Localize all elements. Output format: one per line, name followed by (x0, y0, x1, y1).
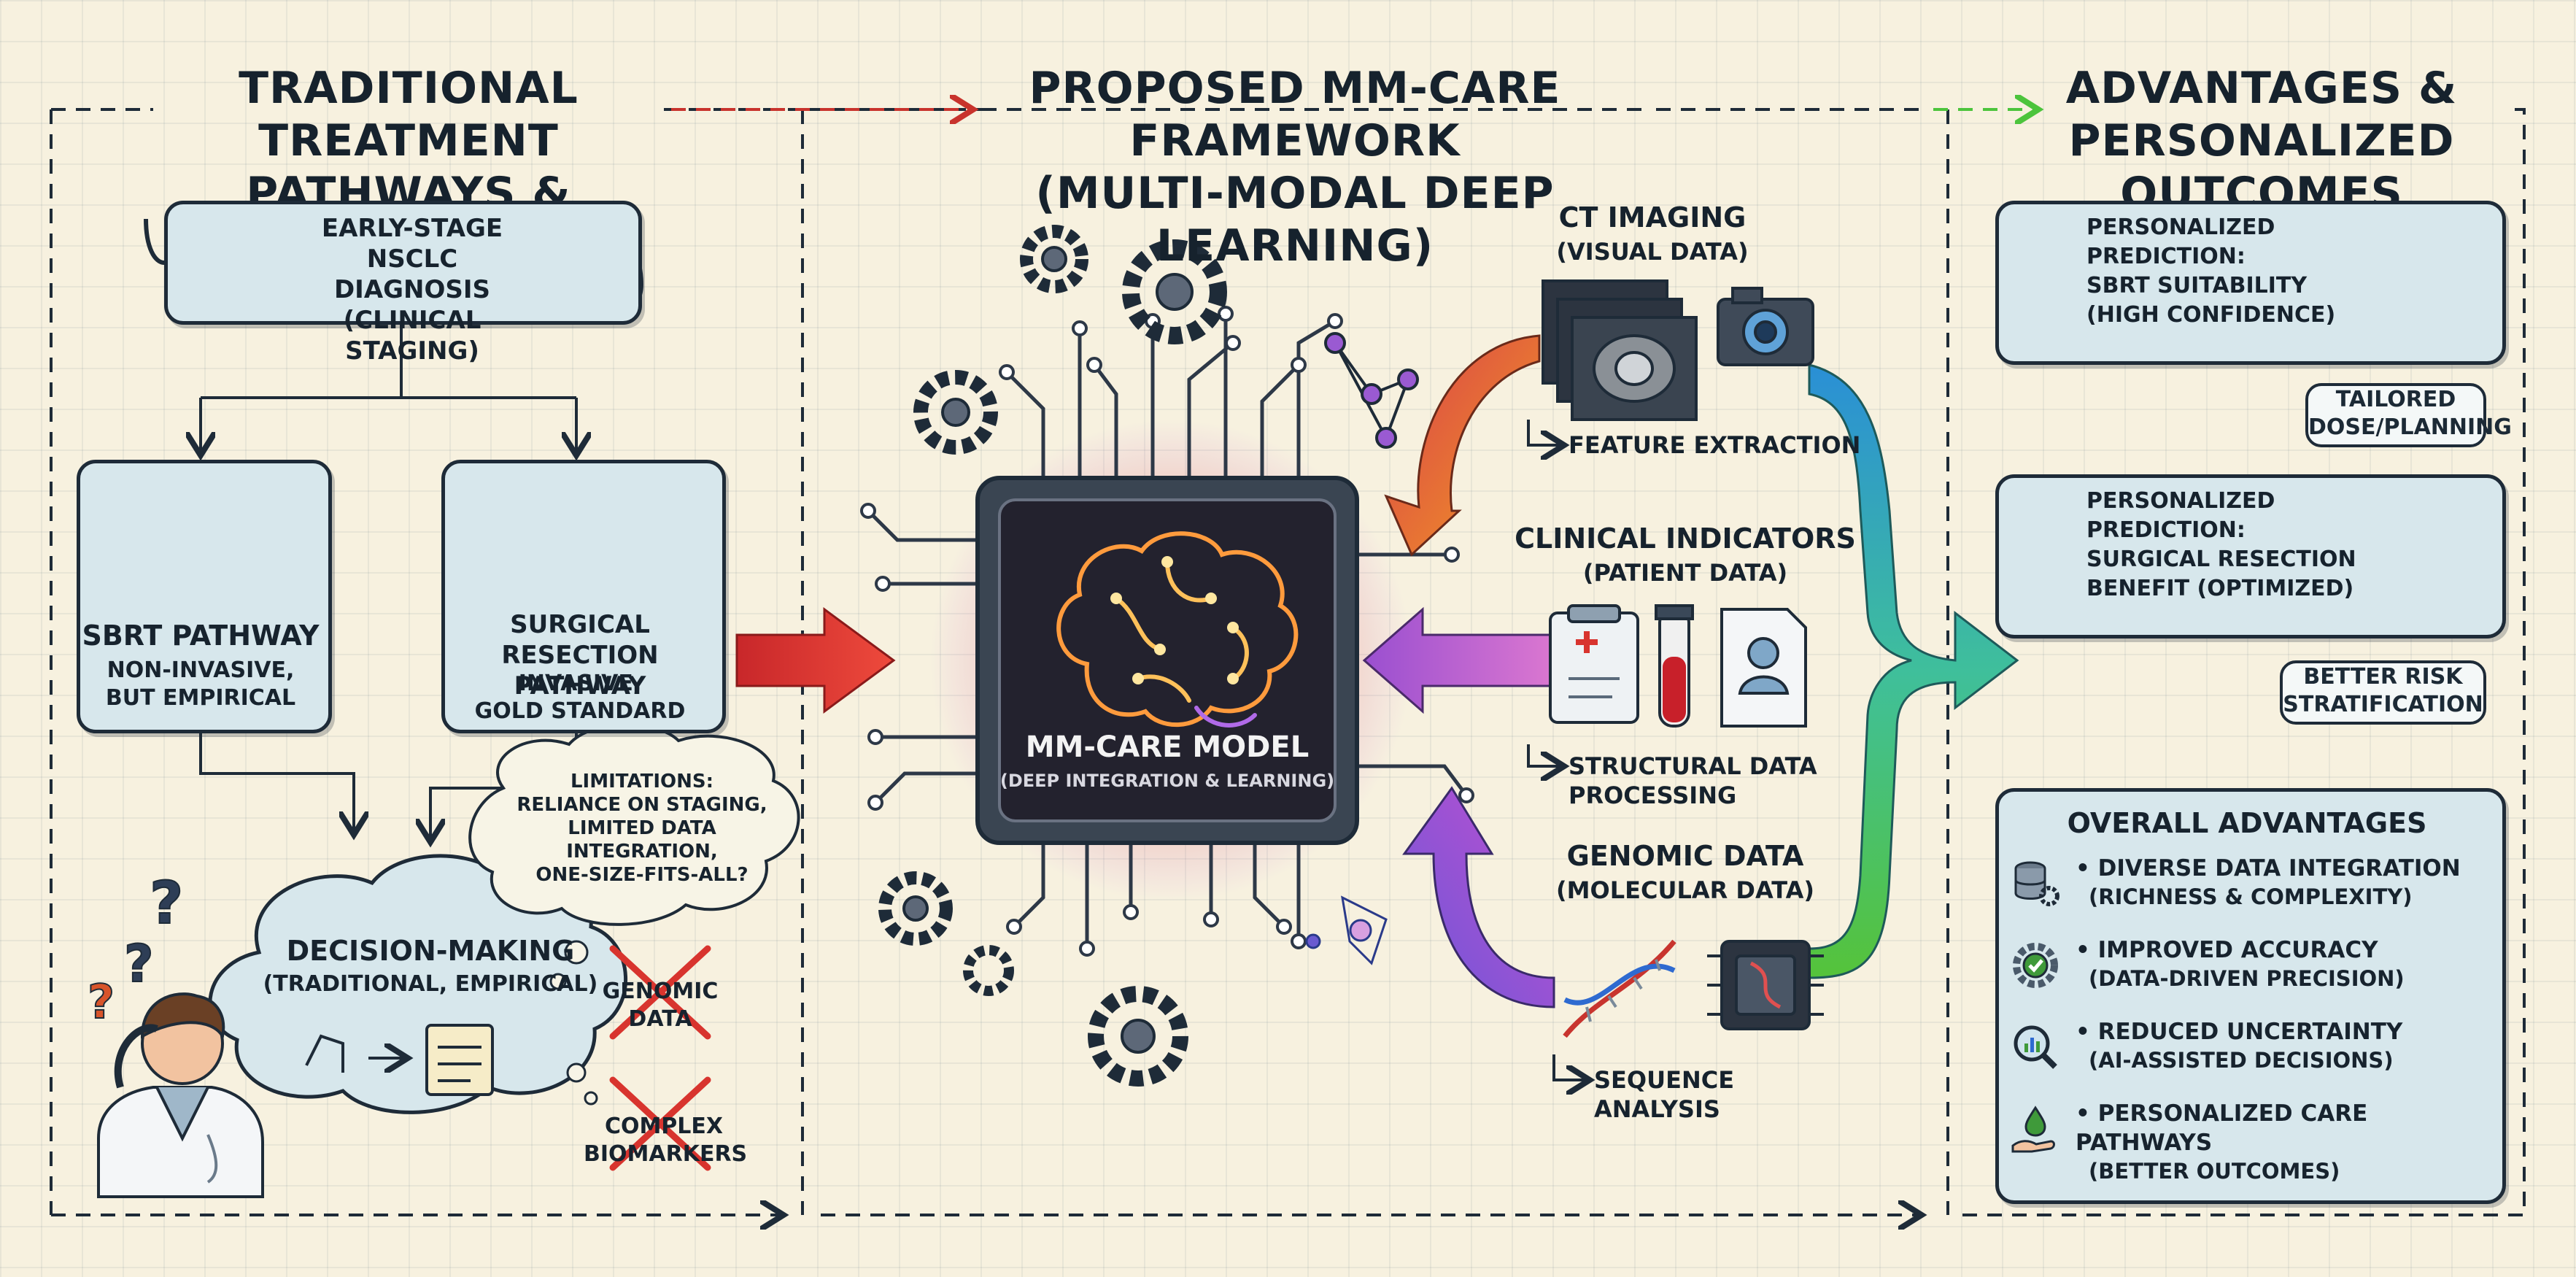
advantage-item: • DIVERSE DATA INTEGRATION (RICHNESS & CO… (2010, 854, 2491, 935)
input-arrow-red (735, 607, 896, 714)
sbrt-pathway-card (77, 460, 332, 733)
question-marks: ? ? ? (87, 868, 184, 1030)
model-chip-core (998, 498, 1337, 822)
model-subtitle: (DEEP INTEGRATION & LEARNING) (999, 771, 1335, 791)
genomic-step-label: SEQUENCE ANALYSIS (1594, 1066, 1735, 1123)
missing-data-crosses (609, 945, 711, 1171)
brain-nodes (1110, 556, 1239, 684)
ct-input-arrow (1384, 334, 1541, 557)
genomic-data-title: GENOMIC DATA (1566, 840, 1804, 872)
decision-making-subtitle: (TRADITIONAL, EMPIRICAL) (263, 971, 598, 997)
overall-advantages-title: OVERALL ADVANTAGES (2067, 807, 2427, 839)
advantage-text: • REDUCED UNCERTAINTY (AI-ASSISTED DECISI… (2076, 1017, 2402, 1074)
clinical-icons (1549, 604, 1807, 728)
risk-stratification-note: BETTER RISK STRATIFICATION (2280, 660, 2486, 725)
missing-genomic-label: GENOMIC DATA (602, 979, 719, 1032)
surgical-pathway-card (441, 460, 726, 733)
advantage-title: • IMPROVED ACCURACY (2076, 937, 2378, 963)
limitations-text: LIMITATIONS: RELIANCE ON STAGING, LIMITE… (517, 771, 767, 886)
advantage-subtitle: (RICHNESS & COMPLEXITY) (2089, 884, 2413, 909)
svg-text:?: ? (150, 869, 183, 937)
advantage-title: • DIVERSE DATA INTEGRATION (2076, 855, 2461, 881)
network-graph-icon (1324, 332, 1419, 449)
decorative-gears (878, 225, 1227, 1087)
sketch-doodle-icon (1305, 895, 1388, 965)
advantage-subtitle: (DATA-DRIVEN PRECISION) (2089, 966, 2405, 991)
advantage-title: • REDUCED UNCERTAINTY (2076, 1019, 2403, 1045)
advantage-text: • IMPROVED ACCURACY (DATA-DRIVEN PRECISIO… (2076, 935, 2405, 992)
svg-text:?: ? (88, 976, 115, 1030)
advantage-item: • PERSONALIZED CARE PATHWAYS (BETTER OUTC… (2010, 1099, 2491, 1184)
sbrt-prediction-card (1995, 201, 2506, 365)
decision-making-title: DECISION-MAKING (286, 935, 575, 967)
missing-biomarkers-label: COMPLEX BIOMARKERS (584, 1114, 748, 1167)
clinical-step-label: STRUCTURAL DATA PROCESSING (1569, 752, 1817, 809)
camera-icon (1717, 287, 1814, 366)
advantage-item: • REDUCED UNCERTAINTY (AI-ASSISTED DECISI… (2010, 1017, 2491, 1099)
clinical-input-arrow (1362, 606, 1570, 714)
brain-icon (1056, 531, 1299, 728)
magnifier-chart-icon (2010, 1022, 2068, 1080)
hand-droplet-icon (2010, 1103, 2068, 1162)
surgical-prediction-text: PERSONALIZED PREDICTION: SURGICAL RESECT… (2086, 488, 2356, 601)
diagnosis-text: EARLY-STAGE NSCLC DIAGNOSIS (CLINICAL ST… (321, 214, 503, 366)
genomic-chip-icon (1707, 940, 1824, 1030)
dna-icon (1563, 939, 1676, 1038)
advantage-text: • PERSONALIZED CARE PATHWAYS (BETTER OUTC… (2076, 1099, 2491, 1185)
surgical-prediction-card (1995, 474, 2506, 638)
step-arrows (1527, 420, 1587, 1080)
center-section-title: PROPOSED MM-CARE FRAMEWORK (MULTI-MODAL … (1029, 63, 1561, 271)
circuit-nodes (860, 306, 1474, 957)
right-section-title: ADVANTAGES & PERSONALIZED OUTCOMES (2065, 63, 2458, 219)
model-title: MM-CARE MODEL (1025, 730, 1310, 764)
surgical-pathway-title: SURGICAL RESECTION PATHWAY (501, 610, 659, 701)
advantage-title: • PERSONALIZED CARE PATHWAYS (2076, 1100, 2368, 1156)
decision-icons (305, 1024, 494, 1096)
clipboard-icon (1549, 612, 1639, 724)
tailored-dose-note: TAILORED DOSE/PLANNING (2305, 383, 2512, 447)
doctor-figure (97, 992, 264, 1198)
genomic-input-arrow (1402, 786, 1555, 1008)
clinical-indicators-subtitle: (PATIENT DATA) (1582, 559, 1788, 587)
ct-step-label: FEATURE EXTRACTION (1569, 431, 1861, 459)
genomic-data-subtitle: (MOLECULAR DATA) (1556, 876, 1814, 904)
chip-circuit-lines (867, 314, 1468, 949)
pointing-hand-icon (305, 1034, 344, 1073)
advantages-list: • DIVERSE DATA INTEGRATION (RICHNESS & CO… (2010, 854, 2491, 1184)
advantage-text: • DIVERSE DATA INTEGRATION (RICHNESS & CO… (2076, 854, 2461, 911)
overall-advantages-card (1995, 788, 2506, 1204)
surgical-pathway-subtitle: INVASIVE, GOLD STANDARD (474, 671, 686, 724)
ct-scan-icon (1542, 279, 1698, 421)
advantage-subtitle: (AI-ASSISTED DECISIONS) (2089, 1048, 2394, 1073)
advantage-subtitle: (BETTER OUTCOMES) (2089, 1159, 2340, 1184)
ct-imaging-subtitle: (VISUAL DATA) (1556, 238, 1749, 266)
advantage-item: • IMPROVED ACCURACY (DATA-DRIVEN PRECISIO… (2010, 935, 2491, 1017)
clinical-indicators-title: CLINICAL INDICATORS (1515, 522, 1856, 555)
check-gear-icon (2010, 940, 2068, 998)
diagnosis-card (164, 201, 642, 325)
ct-imaging-title: CT IMAGING (1558, 201, 1747, 234)
sbrt-pathway-title: SBRT PATHWAY (82, 620, 320, 652)
sbrt-prediction-text: PERSONALIZED PREDICTION: SBRT SUITABILIT… (2086, 215, 2336, 328)
sbrt-pathway-subtitle: NON-INVASIVE, BUT EMPIRICAL (105, 657, 296, 711)
database-gear-icon (2010, 858, 2068, 917)
right-frame (1962, 108, 2526, 1216)
svg-text:?: ? (124, 934, 154, 994)
output-arrow (1808, 363, 2019, 979)
